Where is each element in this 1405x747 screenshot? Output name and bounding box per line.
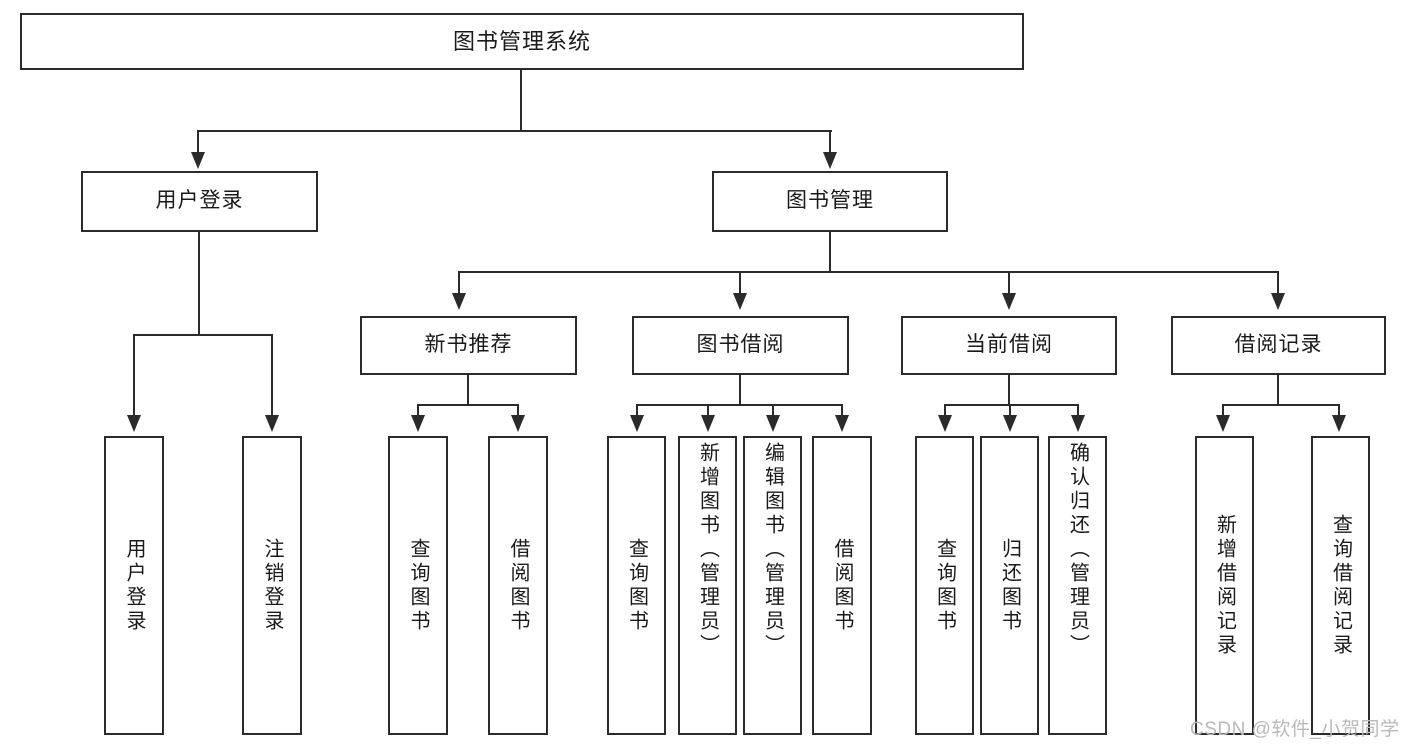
arrow-user-login-leaf-2 bbox=[265, 415, 279, 432]
node-borrow-record[interactable]: 借阅记录 bbox=[1171, 316, 1386, 375]
arrow-cb-leaf-2 bbox=[1003, 415, 1017, 432]
leaf-user-login-login[interactable]: 用户登录 bbox=[104, 436, 164, 735]
arrow-br-leaf-2 bbox=[1332, 415, 1346, 432]
node-label: 图书借阅 bbox=[696, 333, 785, 357]
node-label: 查询图书 bbox=[625, 537, 648, 634]
node-label: 新书推荐 bbox=[424, 333, 513, 357]
edge-user-login-left-drop bbox=[133, 334, 135, 418]
edge-bb-stem bbox=[739, 375, 741, 406]
leaf-borrow-record-query[interactable]: 查询借阅记录 bbox=[1311, 436, 1370, 735]
leaf-book-borrow-edit[interactable]: 编辑图书（管理员） bbox=[743, 436, 802, 735]
edge-nbr-stem bbox=[467, 375, 469, 406]
leaf-book-borrow-borrow[interactable]: 借阅图书 bbox=[812, 436, 872, 735]
arrow-bb-leaf-2 bbox=[701, 415, 715, 432]
arrow-user-login-leaf-1 bbox=[127, 415, 141, 432]
edge-book-management-stem bbox=[829, 232, 831, 273]
arrow-to-new-book-recommend bbox=[452, 293, 466, 310]
edge-user-login-bar bbox=[133, 334, 273, 336]
node-label: 注销登录 bbox=[261, 537, 283, 634]
edge-root-to-book-management bbox=[829, 130, 831, 156]
node-label: 用户登录 bbox=[155, 189, 244, 213]
node-label: 新增图书（管理员） bbox=[696, 442, 719, 658]
edge-nbr-drop-1 bbox=[417, 404, 419, 418]
node-label: 图书管理 bbox=[786, 189, 874, 213]
leaf-book-borrow-query[interactable]: 查询图书 bbox=[607, 436, 666, 735]
node-label: 查询借阅记录 bbox=[1329, 513, 1352, 658]
arrow-nbr-leaf-1 bbox=[411, 415, 425, 432]
edge-bb-drop-2 bbox=[707, 404, 709, 418]
edge-br-stem bbox=[1277, 375, 1279, 406]
node-label: 借阅记录 bbox=[1234, 333, 1323, 357]
node-new-book-recommend[interactable]: 新书推荐 bbox=[360, 316, 577, 375]
edge-root-to-user-login bbox=[197, 130, 199, 156]
edge-user-login-stem bbox=[198, 232, 200, 335]
edge-bm-drop-3 bbox=[1008, 271, 1010, 296]
leaf-user-login-logout[interactable]: 注销登录 bbox=[242, 436, 302, 735]
leaf-new-book-borrow[interactable]: 借阅图书 bbox=[488, 436, 548, 735]
node-label: 编辑图书（管理员） bbox=[761, 442, 784, 658]
arrow-cb-leaf-3 bbox=[1071, 415, 1085, 432]
node-user-login[interactable]: 用户登录 bbox=[81, 171, 318, 232]
edge-nbr-drop-2 bbox=[517, 404, 519, 418]
edge-bm-drop-2 bbox=[739, 271, 741, 296]
edge-root-stem bbox=[520, 70, 522, 132]
edge-bb-drop-1 bbox=[636, 404, 638, 418]
node-label: 新增借阅记录 bbox=[1213, 513, 1236, 658]
node-label: 用户登录 bbox=[123, 537, 145, 634]
leaf-current-borrow-return[interactable]: 归还图书 bbox=[980, 436, 1039, 735]
edge-book-management-bar bbox=[458, 271, 1279, 273]
arrow-bb-leaf-4 bbox=[835, 415, 849, 432]
edge-nbr-bar bbox=[417, 404, 519, 406]
node-label: 查询图书 bbox=[933, 537, 956, 634]
edge-cb-stem bbox=[1008, 375, 1010, 406]
arrow-to-current-borrow bbox=[1002, 293, 1016, 310]
edge-cb-drop-3 bbox=[1077, 404, 1079, 418]
arrow-cb-leaf-1 bbox=[938, 415, 952, 432]
node-label: 当前借阅 bbox=[965, 333, 1053, 357]
node-label: 查询图书 bbox=[407, 537, 429, 634]
arrow-br-leaf-1 bbox=[1216, 415, 1230, 432]
node-label: 图书管理系统 bbox=[452, 28, 591, 54]
node-book-borrow[interactable]: 图书借阅 bbox=[632, 316, 849, 375]
arrow-bb-leaf-3 bbox=[766, 415, 780, 432]
node-label: 归还图书 bbox=[998, 537, 1021, 634]
edge-root-bar bbox=[197, 130, 832, 132]
edge-cb-drop-2 bbox=[1009, 404, 1011, 418]
edge-bb-drop-4 bbox=[841, 404, 843, 418]
edge-br-drop-2 bbox=[1338, 404, 1340, 418]
edge-bb-drop-3 bbox=[772, 404, 774, 418]
edge-cb-bar bbox=[944, 404, 1078, 406]
edge-bm-drop-4 bbox=[1277, 271, 1279, 296]
edge-bm-drop-1 bbox=[458, 271, 460, 296]
node-root-book-management-system[interactable]: 图书管理系统 bbox=[20, 13, 1024, 70]
node-label: 借阅图书 bbox=[831, 537, 853, 634]
edge-user-login-right-drop bbox=[271, 334, 273, 418]
leaf-current-borrow-confirm-return[interactable]: 确认归还（管理员） bbox=[1048, 436, 1107, 735]
edge-bb-bar bbox=[636, 404, 843, 406]
edge-br-bar bbox=[1222, 404, 1340, 406]
node-current-borrow[interactable]: 当前借阅 bbox=[901, 316, 1117, 375]
leaf-book-borrow-add[interactable]: 新增图书（管理员） bbox=[678, 436, 737, 735]
leaf-current-borrow-query[interactable]: 查询图书 bbox=[915, 436, 974, 735]
watermark-csdn: CSDN @软件_小贺同学 bbox=[1190, 719, 1400, 740]
arrow-bb-leaf-1 bbox=[630, 415, 644, 432]
node-book-management[interactable]: 图书管理 bbox=[712, 171, 948, 232]
leaf-new-book-query[interactable]: 查询图书 bbox=[388, 436, 448, 735]
arrow-to-borrow-record bbox=[1271, 293, 1285, 310]
edge-br-drop-1 bbox=[1222, 404, 1224, 418]
arrow-root-to-book-management bbox=[823, 152, 837, 169]
arrow-nbr-leaf-2 bbox=[511, 415, 525, 432]
node-label: 借阅图书 bbox=[507, 537, 529, 634]
leaf-borrow-record-add[interactable]: 新增借阅记录 bbox=[1195, 436, 1254, 735]
arrow-to-book-borrow bbox=[733, 293, 747, 310]
node-label: 确认归还（管理员） bbox=[1066, 442, 1089, 658]
arrow-root-to-user-login bbox=[191, 152, 205, 169]
edge-cb-drop-1 bbox=[944, 404, 946, 418]
